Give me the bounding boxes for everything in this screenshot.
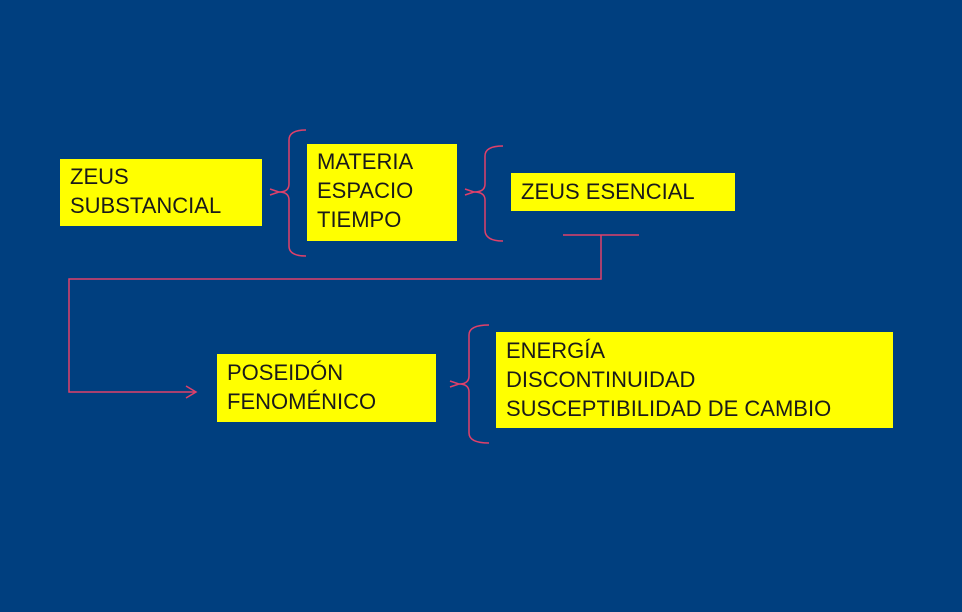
box-line: ZEUS ESENCIAL [521, 179, 695, 204]
arrow-head-esencial [464, 188, 477, 196]
box-line: DISCONTINUIDAD [506, 367, 696, 392]
box-line: ESPACIO [317, 178, 414, 203]
box-energia-group: ENERGÍA DISCONTINUIDAD SUSCEPTIBILIDAD DE … [496, 332, 893, 428]
box-line: ENERGÍA [506, 338, 606, 363]
box-zeus-esencial: ZEUS ESENCIAL [511, 173, 735, 211]
box-line: SUBSTANCIAL [70, 193, 222, 218]
flow-line-to-poseidon [68, 235, 602, 393]
arrow-head-materia [269, 188, 282, 196]
box-materia-espacio-tiempo: MATERIA ESPACIO TIEMPO [307, 144, 457, 241]
box-line: ZEUS [70, 164, 129, 189]
arrow-head-energia [449, 380, 462, 388]
brace-energia-group [458, 324, 490, 444]
brace-zeus-esencial [473, 145, 504, 242]
box-line: SUSCEPTIBILIDAD DE CAMBIO [506, 396, 832, 421]
brace-materia-group [278, 129, 307, 257]
box-line: TIEMPO [317, 207, 402, 232]
box-line: FENOMÉNICO [227, 389, 377, 414]
box-line: POSEIDÓN [227, 360, 344, 385]
arrow-head-poseidon [185, 385, 198, 399]
box-poseidon-fenomenico: POSEIDÓN FENOMÉNICO [217, 354, 436, 422]
box-line: MATERIA [317, 149, 414, 174]
box-zeus-substancial: ZEUS SUBSTANCIAL [60, 159, 262, 226]
